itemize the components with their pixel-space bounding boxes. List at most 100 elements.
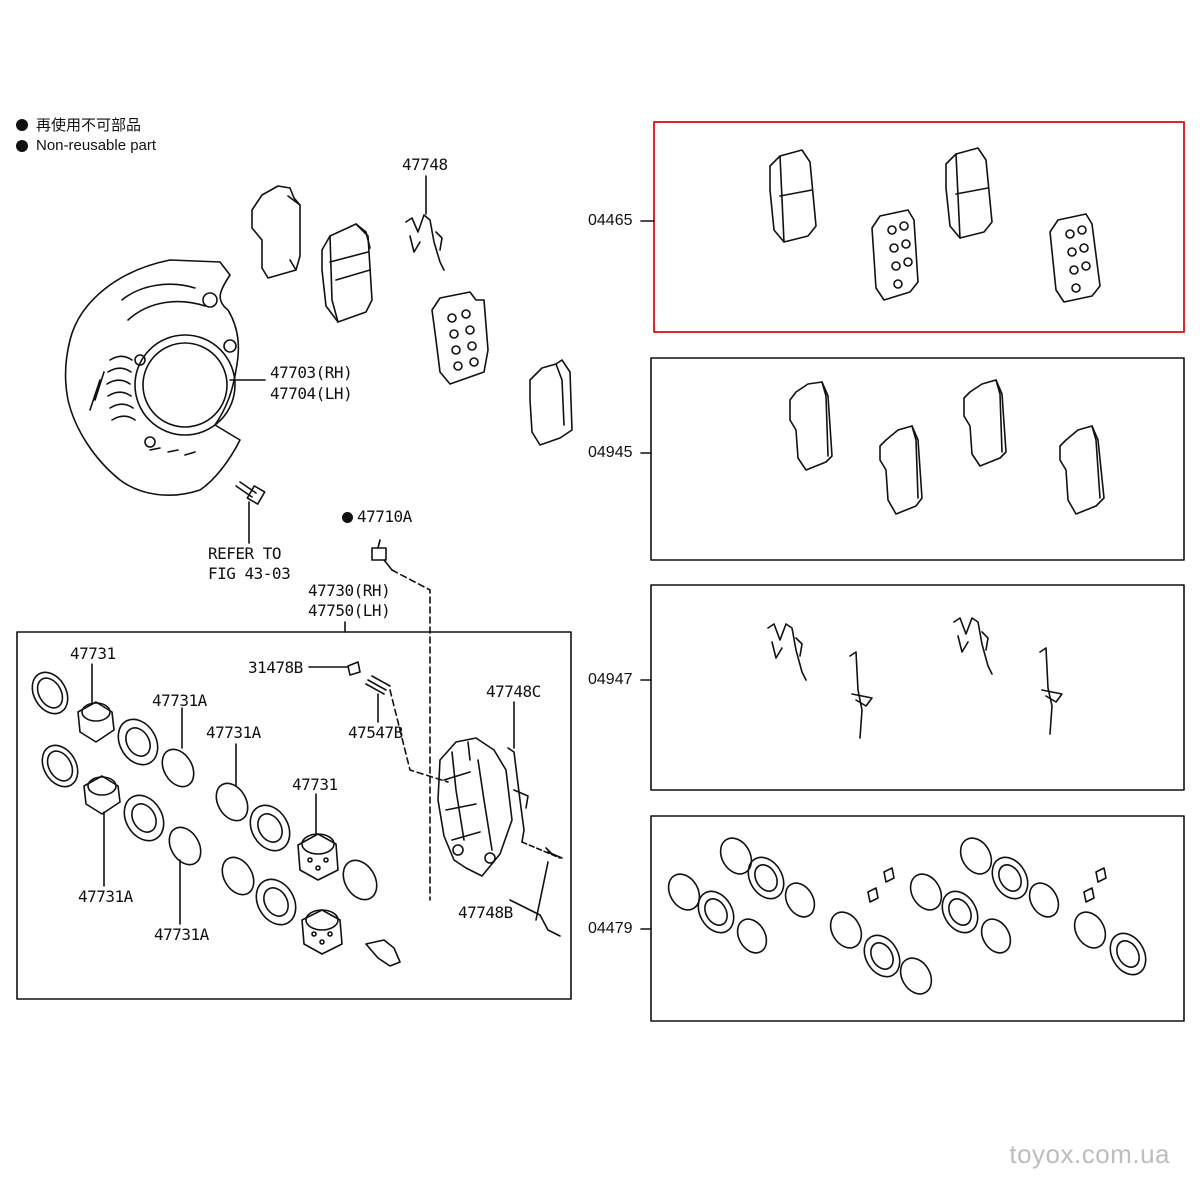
caliper-piston-4: [301, 909, 343, 955]
kit-04465-pad-1: [769, 149, 817, 243]
part-label-47731A-d[interactable]: 47731A: [154, 925, 209, 944]
caliper-boot-3: [249, 804, 291, 852]
caliper-seal-ring-4: [168, 826, 202, 866]
caliper-body: [437, 737, 513, 877]
kit-04479-seal-11: [1073, 911, 1107, 949]
kit-04479-seal-2: [784, 882, 816, 918]
kit-label-04945[interactable]: 04945: [588, 444, 633, 461]
kit-box-04945[interactable]: [650, 357, 1185, 561]
kit-04479-seal-4: [736, 918, 768, 954]
kit-label-04465[interactable]: 04465: [588, 212, 633, 229]
part-label-47730[interactable]: 47730(RH): [308, 581, 391, 600]
kit-04479-seal-9: [909, 873, 943, 911]
kit-04479-bleeder-cap-3: [1095, 867, 1107, 883]
brake-pad-a: [321, 223, 373, 323]
anti-squeal-shim-inner-a: [431, 291, 489, 385]
pin-spring-wire: [535, 861, 549, 921]
anti-squeal-shim-outer-b: [529, 359, 573, 446]
caliper-piston-3: [297, 833, 339, 881]
kit-04945-shim-4: [1059, 425, 1105, 515]
caliper-seal-ring-5: [215, 782, 249, 822]
caliper-boot-4: [255, 878, 297, 926]
dashed-assembly-line-b: [389, 689, 449, 783]
caliper-boot-1: [117, 718, 159, 766]
dust-cover-bolt: [235, 481, 266, 505]
kit-04479-seal-10: [980, 918, 1012, 954]
bleeder-plug-cap: [347, 661, 361, 676]
watermark-text: toyox.com.ua: [1009, 1139, 1170, 1169]
legend-jp-text: 再使用不可部品: [36, 117, 142, 134]
kit-04479-seal-3: [667, 873, 701, 911]
pad-clip-47748C: [507, 747, 529, 843]
kit-04947-clip-1: [767, 623, 807, 681]
anti-squeal-shim-outer-a: [251, 185, 301, 279]
kit-box-04465-highlight[interactable]: [653, 121, 1185, 333]
kit-label-04479[interactable]: 04479: [588, 920, 633, 937]
part-label-47748C[interactable]: 47748C: [486, 682, 541, 701]
caliper-seal-ring-3: [41, 744, 79, 788]
part-label-47748[interactable]: 47748: [402, 155, 448, 174]
caliper-piston-2: [83, 775, 121, 815]
kit-04479-boot-6: [1109, 932, 1147, 976]
part-label-47731A-b[interactable]: 47731A: [206, 723, 261, 742]
part-label-47748B[interactable]: 47748B: [458, 903, 513, 922]
part-label-47703[interactable]: 47703(RH): [270, 363, 353, 382]
kit-04479-seal-7: [959, 837, 993, 875]
bullet-icon: [16, 139, 28, 152]
kit-04479-bleeder-cap-1: [883, 867, 895, 883]
kit-04945-shim-3: [963, 379, 1007, 467]
bullet-icon: [16, 118, 28, 131]
part-label-47704[interactable]: 47704(LH): [270, 384, 353, 403]
part-label-47710A[interactable]: 47710A: [342, 508, 412, 526]
disc-brake-dust-cover: [64, 259, 241, 496]
caliper-piston-1: [77, 701, 115, 743]
part-label-47750[interactable]: 47750(LH): [308, 601, 391, 620]
pad-support-spring-47748: [405, 214, 445, 271]
legend-non-reusable-en: Non-reusable part: [16, 137, 156, 154]
kit-04479-boot-4: [991, 856, 1029, 900]
caliper-assembly-box: [16, 631, 572, 1000]
part-label-47547B[interactable]: 47547B: [348, 723, 403, 742]
kit-04945-shim-2: [879, 425, 923, 515]
part-label-47731A-a[interactable]: 47731A: [152, 691, 207, 710]
caliper-bleeder-valve: [365, 939, 401, 967]
kit-04479-bleeder-cap-4: [1083, 887, 1095, 903]
kit-04479-seal-8: [1028, 882, 1060, 918]
kit-04465-pad-2: [945, 147, 993, 239]
kit-04465-shim-2: [1049, 213, 1101, 303]
kit-04945-shim-1: [789, 381, 833, 471]
kit-04479-seal-5: [829, 911, 863, 949]
kit-box-04947[interactable]: [650, 584, 1185, 791]
kit-label-04947[interactable]: 04947: [588, 671, 633, 688]
caliper-seal-ring-7: [221, 856, 255, 896]
refer-text-line-2[interactable]: FIG 43-03: [208, 564, 291, 583]
kit-04947-spring-1: [849, 651, 873, 739]
caliper-seal-ring-6: [342, 859, 378, 901]
dashed-pin-line: [521, 841, 561, 859]
kit-04479-boot-5: [941, 890, 979, 934]
kit-04479-bleeder-cap-2: [867, 887, 879, 903]
bleeder-plug: [365, 675, 391, 695]
part-label-47731-b[interactable]: 47731: [292, 775, 338, 794]
legend-non-reusable-jp: 再使用不可部品: [16, 114, 141, 135]
kit-04479-seal-1: [719, 837, 753, 875]
kit-04947-spring-2: [1039, 647, 1063, 735]
caliper-seal-ring-1: [31, 671, 69, 715]
part-label-47731A-c[interactable]: 47731A: [78, 887, 133, 906]
leader-47748B: [509, 899, 541, 916]
kit-04479-seal-6: [899, 957, 933, 995]
caliper-mounting-bolt: [371, 539, 393, 571]
kit-box-04479[interactable]: [650, 815, 1185, 1022]
pad-pin-47748B: [539, 847, 563, 937]
caliper-seal-ring-2: [161, 748, 195, 788]
kit-04479-boot-3: [863, 934, 901, 978]
kit-04947-clip-2: [953, 617, 993, 675]
refer-text-line-1: REFER TO: [208, 544, 282, 563]
kit-04479-boot-1: [747, 856, 785, 900]
kit-04479-boot-2: [697, 890, 735, 934]
caliper-boot-2: [123, 794, 165, 842]
kit-04465-shim-1: [871, 209, 919, 301]
part-label-31478B[interactable]: 31478B: [248, 658, 303, 677]
part-label-47731-a[interactable]: 47731: [70, 644, 116, 663]
